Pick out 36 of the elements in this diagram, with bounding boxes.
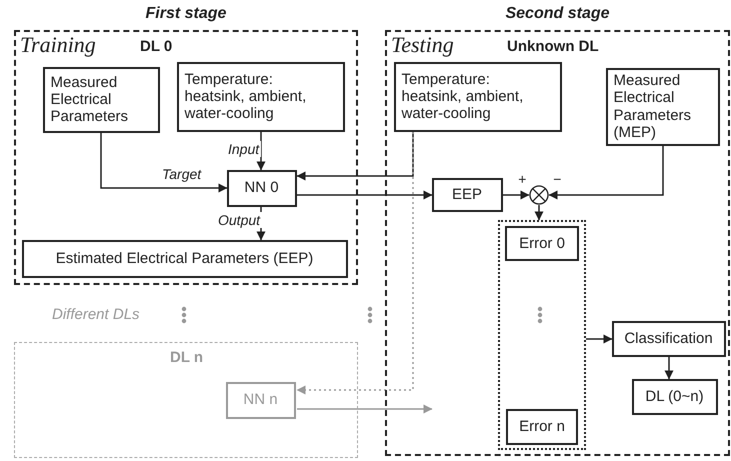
arrow	[548, 146, 664, 200]
arrow	[297, 190, 432, 200]
process-box: Error 0	[505, 226, 579, 261]
process-box: EEP	[432, 178, 502, 212]
arrow	[100, 133, 228, 192]
process-box: Temperature: heatsink, ambient, water-cooling	[394, 62, 562, 132]
edge-label: Input	[226, 141, 262, 157]
arrow	[296, 132, 414, 180]
process-box: DL (0~n)	[632, 378, 718, 414]
process-box: Estimated Electrical Parameters (EEP)	[22, 240, 348, 278]
phase-title: Training	[20, 32, 96, 58]
annotation: Different DLs	[52, 306, 140, 323]
arrow	[503, 190, 530, 200]
arrow	[534, 205, 544, 220]
process-box: Temperature: heatsink, ambient, water-cooling	[176, 62, 344, 132]
phase-title: Testing	[391, 32, 454, 58]
dataset-label: DL n	[170, 349, 204, 366]
dataset-frame	[14, 342, 358, 458]
process-box: Error n	[506, 409, 578, 445]
process-box: NN n	[226, 382, 296, 418]
edge-label: Output	[216, 212, 262, 228]
arrow	[296, 132, 414, 394]
edge-label: Target	[160, 166, 204, 182]
dataset-label: Unknown DL	[507, 38, 599, 55]
error-group-frame	[498, 220, 586, 450]
process-box: Measured Electrical Parameters	[42, 66, 160, 132]
stage-heading: First stage	[144, 5, 228, 23]
process-box: Classification	[612, 320, 726, 356]
stage-heading: Second stage	[504, 5, 611, 23]
arrow	[586, 334, 612, 344]
arrow	[664, 357, 674, 380]
arrow	[297, 404, 432, 414]
dataset-label: DL 0	[140, 38, 172, 55]
process-box: NN 0	[226, 170, 296, 206]
process-box: Measured Electrical Parameters (MEP)	[606, 68, 720, 146]
arrow	[256, 132, 266, 170]
